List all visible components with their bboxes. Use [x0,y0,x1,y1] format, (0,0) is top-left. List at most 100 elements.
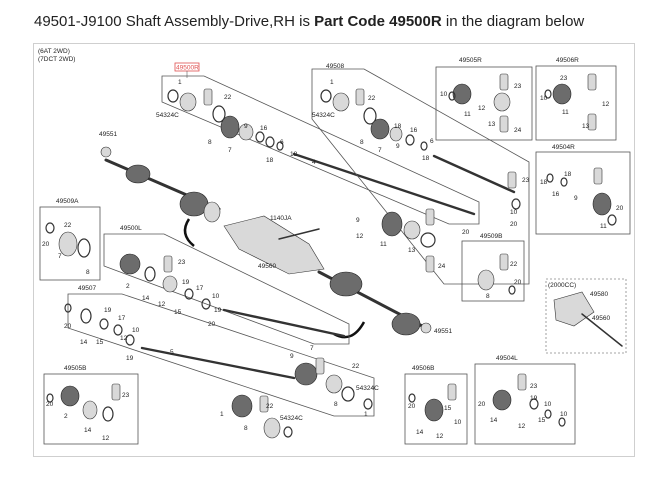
part-label: 8 [86,269,90,276]
part-label: 8 [244,425,248,432]
parts-diagram: (6AT 2WD) (7DCT 2WD) 49500R 1 22 54324C … [38,48,631,445]
part-label: 12 [102,435,110,442]
group-49509B[interactable]: 49509B 22 20 8 [461,233,525,302]
part-label: 9 [396,143,400,150]
part-label: 14 [84,427,92,434]
part-label: 6 [430,138,434,145]
part-label: 17 [196,285,204,292]
group-49504R[interactable]: 49504R 18 16 18 9 20 11 [535,144,631,235]
part-label: 1 [364,411,368,418]
part-label: 54324C [312,112,335,119]
part-label: 24 [438,263,446,270]
part-label: 8 [334,401,338,408]
caption-part-code: Part Code 49500R [314,13,442,30]
part-label: 20 [408,403,416,410]
part-label: 12 [356,233,364,240]
group-49508[interactable]: 49508 1 22 54324C 8 18 7 9 16 18 6 23 10… [311,63,530,285]
part-label: 20 [478,401,486,408]
group-2000cc[interactable]: (2000CC) 49580 49560 [545,278,627,354]
group-49505B[interactable]: 49505B 23 20 2 14 12 22 54324C 8 1 [43,365,303,445]
part-label: 18 [266,157,274,164]
part-label: 22 [510,261,518,268]
part-label: 16 [410,127,418,134]
part-label: 23 [530,383,538,390]
group-49506R[interactable]: 49506R 23 10 11 13 12 [535,57,617,141]
part-label: 8 [208,139,212,146]
part-label: 20 [46,401,54,408]
group-code: 49500R [176,65,199,72]
part-label: 23 [122,392,130,399]
part-label: 18 [540,179,548,186]
group-code: 49509B [480,233,502,240]
part-label: 4 [312,159,316,166]
group-code: 49500L [120,225,142,232]
part-label: 12 [478,105,486,112]
part-label: 20 [208,321,216,328]
part-label: 14 [142,295,150,302]
part-label: 22 [368,95,376,102]
part-label: 19 [126,355,134,362]
part-label: 10 [560,411,568,418]
group-49507[interactable]: 49507 20 14 15 17 10 12 19 19 5 9 7 22 5… [64,285,379,418]
part-label: 20 [64,323,72,330]
group-code: 49509A [56,198,79,205]
part-label: 12 [602,101,610,108]
part-label: 12 [120,335,128,342]
part-label: 8 [360,139,364,146]
variant-label-7dct: (7DCT 2WD) [38,56,75,63]
part-label-49551-bottom: 49551 [434,328,452,335]
part-label: 18 [290,151,298,158]
part-label: 10 [454,419,462,426]
group-49505R[interactable]: 49505R 23 10 11 13 24 12 [435,57,533,141]
part-label: 7 [310,345,314,352]
part-label: 13 [582,123,590,130]
part-label: 20 [42,241,50,248]
part-label: 7 [228,147,232,154]
part-label: 13 [488,121,496,128]
part-label: 7 [58,253,62,260]
part-label: 10 [544,401,552,408]
part-label: 19 [104,307,112,314]
part-label: 19 [214,307,222,314]
group-49504L[interactable]: 49504L 23 19 20 10 10 15 12 14 [474,355,576,445]
group-49506B[interactable]: 49506B 20 14 15 12 10 [404,365,468,445]
part-label: 22 [64,222,72,229]
part-label: 2 [64,413,68,420]
part-label: 23 [560,75,568,82]
main-shaft-rh: 49551 [99,131,221,223]
part-label: 23 [178,259,186,266]
part-label: 24 [514,127,522,134]
part-label: 18 [564,171,572,178]
part-label: 6 [280,139,284,146]
part-label: 49560 [592,315,610,322]
part-label: 20 [514,279,522,286]
caption-suffix: in the diagram below [441,13,585,30]
part-label: 2 [126,283,130,290]
part-label: 10 [510,209,518,216]
part-label: 5 [170,349,174,356]
part-label: 11 [562,109,569,116]
part-label: 16 [552,191,560,198]
group-code: 49504R [552,144,575,151]
part-label: 10 [540,95,548,102]
group-code: 49505B [64,365,86,372]
page-caption: 49501-J9100 Shaft Assembly-Drive,RH is P… [34,13,584,30]
part-label: 18 [422,155,430,162]
part-label-49560: 49560 [258,263,276,270]
group-49500L[interactable]: 49500L 23 2 14 12 15 19 17 20 10 19 [103,225,350,345]
caption-prefix: 49501-J9100 Shaft Assembly-Drive,RH is [34,13,315,30]
part-label: 10 [212,293,220,300]
part-label: 1 [220,411,224,418]
part-label: 20 [510,221,518,228]
group-49500R[interactable]: 49500R 1 22 54324C 8 7 9 16 18 6 18 4 20 [156,62,480,236]
part-label: 17 [118,315,126,322]
part-label: 10 [132,327,140,334]
group-49509A[interactable]: 49509A 22 20 7 8 [39,198,101,281]
part-label: 9 [574,195,578,202]
bracket-49560: 1140JA 49560 [223,215,325,275]
part-label: 12 [158,301,166,308]
part-label: 11 [600,223,607,230]
shaft-lh: 49551 [183,218,452,339]
part-label: 49580 [590,291,608,298]
variant-label-6at: (6AT 2WD) [38,48,70,55]
